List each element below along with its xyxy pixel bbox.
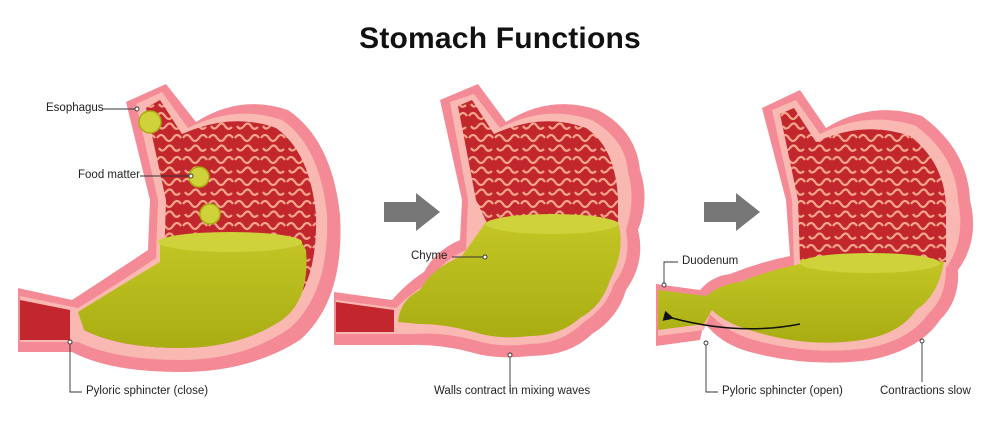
dot-food-matter: [188, 173, 194, 179]
stomach-1: [18, 84, 341, 372]
label-esophagus: Esophagus: [46, 102, 104, 114]
dot-contractions-slow: [919, 338, 925, 344]
chyme-pool-3: [658, 255, 944, 343]
dot-esophagus: [134, 106, 140, 112]
chyme-surface-1: [158, 232, 302, 252]
label-pyloric-open: Pyloric sphincter (open): [722, 385, 843, 397]
label-chyme: Chyme: [411, 250, 448, 262]
leader-pyloric-open: [705, 344, 718, 393]
right-arrow-icon: [704, 193, 760, 231]
leader-pyloric-close: [69, 343, 82, 393]
pyloric-canal-1: [20, 300, 70, 340]
food-bolus-3: [199, 203, 221, 225]
stomach-3-lining: [780, 108, 946, 262]
food-bolus-1: [138, 110, 162, 134]
flow-arrow-icon: [662, 310, 801, 330]
stomach-2-lining: [458, 100, 618, 225]
stomach-3: [656, 90, 974, 363]
label-food-matter: Food matter: [78, 169, 140, 181]
pyloric-canal-2: [336, 302, 394, 332]
chyme-surface-3: [800, 253, 940, 273]
dot-duodenum: [661, 282, 667, 288]
label-walls-contract: Walls contract in mixing waves: [434, 385, 591, 397]
leader-dots: [67, 106, 925, 358]
label-contractions-slow: Contractions slow: [880, 385, 971, 397]
chyme-pool-2: [398, 216, 621, 338]
diagram-title: Stomach Functions: [359, 22, 641, 55]
leader-duodenum: [663, 261, 678, 284]
label-duodenum: Duodenum: [682, 255, 739, 267]
chyme-pool-1: [78, 233, 307, 348]
right-arrow-icon: [384, 193, 440, 231]
dot-pyloric-close: [67, 339, 73, 345]
stomach-2: [334, 84, 645, 358]
label-pyloric-close: Pyloric sphincter (close): [86, 385, 209, 397]
dot-chyme: [482, 254, 488, 260]
dot-walls-contract: [507, 352, 513, 358]
leader-lines: [69, 108, 923, 393]
chyme-surface-2: [486, 214, 618, 234]
dot-pyloric-open: [703, 340, 709, 346]
